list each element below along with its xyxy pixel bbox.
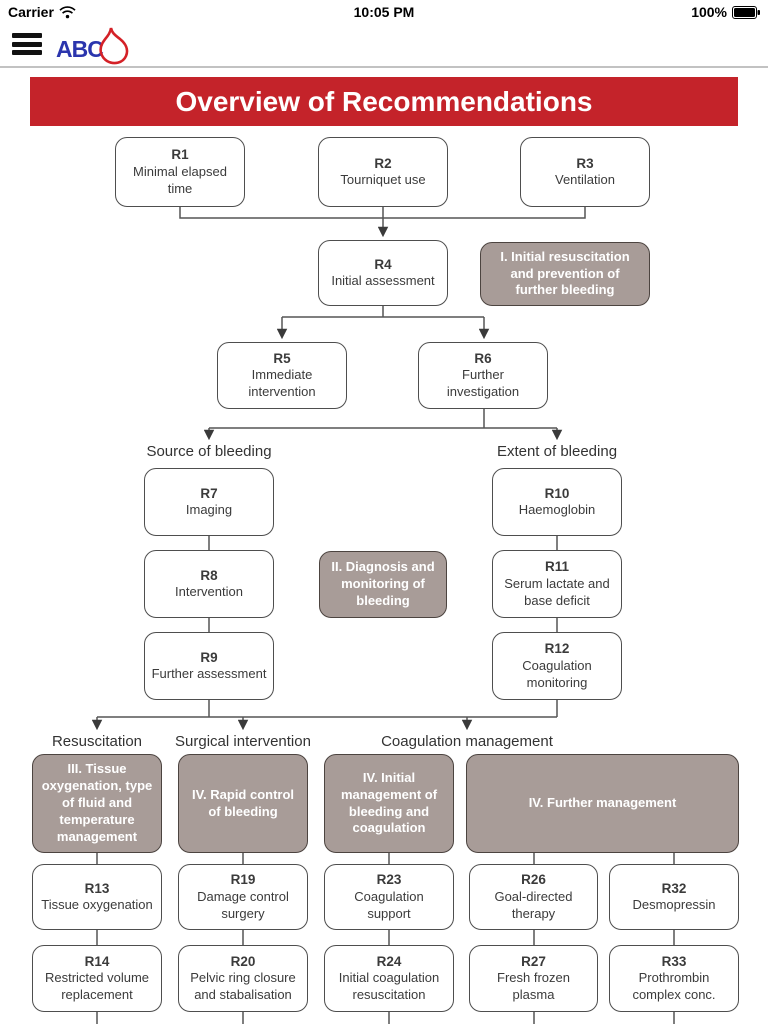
node-code: R24 — [376, 953, 402, 969]
node-r6[interactable]: R6 Further investigation — [418, 342, 548, 409]
node-label: Pelvic ring closure and stabalisation — [190, 970, 296, 1003]
section-label: IV. Initial management of bleeding and c… — [340, 769, 438, 836]
section-box-ii[interactable]: II. Diagnosis and monitoring of bleeding — [319, 551, 447, 618]
flame-icon — [99, 27, 129, 65]
node-label: Coagulation monitoring — [522, 657, 592, 690]
node-r9[interactable]: R9 Further assessment — [144, 632, 274, 700]
battery-icon — [732, 5, 760, 19]
node-label: Tissue oxygenation — [41, 897, 153, 913]
battery-percent: 100% — [691, 4, 727, 20]
section-box-iv-initial[interactable]: IV. Initial management of bleeding and c… — [324, 754, 454, 853]
node-label: Goal-directed therapy — [494, 888, 573, 921]
node-code: R3 — [576, 155, 594, 171]
carrier-label: Carrier — [8, 4, 54, 20]
node-code: R26 — [521, 872, 546, 888]
wifi-icon — [59, 5, 76, 18]
node-code: R27 — [521, 953, 546, 969]
node-code: R5 — [273, 350, 291, 366]
logo-text: ABC — [56, 36, 104, 62]
node-r7[interactable]: R7 Imaging — [144, 468, 274, 536]
branch-label-source: Source of bleeding — [146, 443, 272, 460]
node-r20[interactable]: R20 Pelvic ring closure and stabalisatio… — [178, 945, 308, 1012]
node-code: R14 — [84, 953, 110, 969]
node-label: Imaging — [185, 502, 233, 518]
node-code: R13 — [84, 880, 110, 896]
section-label: IV. Further management — [528, 795, 677, 811]
node-r4[interactable]: R4 Initial assessment — [318, 240, 448, 306]
node-r27[interactable]: R27 Fresh frozen plasma — [469, 945, 598, 1012]
node-r19[interactable]: R19 Damage control surgery — [178, 864, 308, 930]
node-label: Further assessment — [151, 666, 267, 682]
section-label: II. Diagnosis and monitoring of bleeding — [331, 559, 435, 608]
node-code: R1 — [171, 147, 189, 163]
node-code: R9 — [200, 649, 218, 665]
node-r23[interactable]: R23 Coagulation support — [324, 864, 454, 930]
node-code: R23 — [376, 872, 402, 888]
section-box-iii[interactable]: III. Tissue oxygenation, type of fluid a… — [32, 754, 162, 853]
node-code: R12 — [544, 641, 570, 657]
section-label: III. Tissue oxygenation, type of fluid a… — [41, 761, 153, 844]
node-label: Desmopressin — [632, 897, 716, 913]
section-label: I. Initial resuscitation and prevention … — [500, 248, 630, 298]
section-box-iv-rapid[interactable]: IV. Rapid control of bleeding — [178, 754, 308, 853]
node-label: Initial coagulation resuscitation — [338, 970, 440, 1003]
app-bar: ABC — [0, 24, 768, 68]
section-box-i[interactable]: I. Initial resuscitation and prevention … — [480, 242, 650, 306]
node-code: R10 — [544, 485, 570, 501]
node-label: Intervention — [175, 584, 243, 600]
node-r8[interactable]: R8 Intervention — [144, 550, 274, 618]
node-code: R32 — [661, 880, 687, 896]
node-code: R4 — [374, 256, 392, 272]
node-label: Tourniquet use — [340, 172, 426, 188]
node-r11[interactable]: R11 Serum lactate and base deficit — [492, 550, 622, 618]
node-label: Serum lactate and base deficit — [504, 575, 610, 608]
node-label: Initial assessment — [331, 273, 435, 289]
node-r5[interactable]: R5 Immediate intervention — [217, 342, 347, 409]
section-label: IV. Rapid control of bleeding — [191, 786, 295, 819]
node-code: R11 — [544, 559, 570, 575]
branch-label-coagulation: Coagulation management — [381, 733, 553, 750]
node-label: Haemoglobin — [518, 502, 596, 518]
node-label: Prothrombin complex conc. — [632, 970, 716, 1003]
page-title: Overview of Recommendations — [175, 85, 593, 117]
node-r2[interactable]: R2 Tourniquet use — [318, 137, 448, 207]
node-r10[interactable]: R10 Haemoglobin — [492, 468, 622, 536]
node-r1[interactable]: R1 Minimal elapsed time — [115, 137, 245, 207]
node-code: R8 — [200, 567, 218, 583]
node-code: R6 — [474, 350, 492, 366]
section-box-iv-further[interactable]: IV. Further management — [466, 754, 739, 853]
clock: 10:05 PM — [353, 4, 415, 20]
hamburger-icon — [12, 33, 42, 38]
node-r13[interactable]: R13 Tissue oxygenation — [32, 864, 162, 930]
node-r24[interactable]: R24 Initial coagulation resuscitation — [324, 945, 454, 1012]
node-code: R2 — [374, 155, 392, 171]
node-code: R33 — [661, 953, 687, 969]
node-label: Immediate intervention — [248, 367, 316, 400]
menu-button[interactable] — [12, 31, 42, 57]
node-label: Further investigation — [446, 367, 520, 400]
node-label: Restricted volume replacement — [44, 970, 150, 1003]
node-r14[interactable]: R14 Restricted volume replacement — [32, 945, 162, 1012]
node-r26[interactable]: R26 Goal-directed therapy — [469, 864, 598, 930]
node-r3[interactable]: R3 Ventilation — [520, 137, 650, 207]
node-label: Ventilation — [555, 172, 615, 188]
branch-label-surgical: Surgical intervention — [175, 733, 311, 750]
node-code: R20 — [230, 953, 256, 969]
node-r33[interactable]: R33 Prothrombin complex conc. — [609, 945, 739, 1012]
node-label: Coagulation support — [354, 888, 424, 921]
node-label: Minimal elapsed time — [133, 163, 227, 196]
node-code: R7 — [200, 485, 218, 501]
branch-label-extent: Extent of bleeding — [496, 443, 618, 460]
node-code: R19 — [230, 872, 256, 888]
banner: Overview of Recommendations — [30, 77, 738, 126]
status-bar: Carrier 10:05 PM 100% — [0, 0, 768, 24]
node-r32[interactable]: R32 Desmopressin — [609, 864, 739, 930]
node-label: Fresh frozen plasma — [497, 970, 570, 1003]
node-r12[interactable]: R12 Coagulation monitoring — [492, 632, 622, 700]
node-label: Damage control surgery — [197, 888, 289, 921]
app-logo[interactable]: ABC — [56, 27, 134, 67]
